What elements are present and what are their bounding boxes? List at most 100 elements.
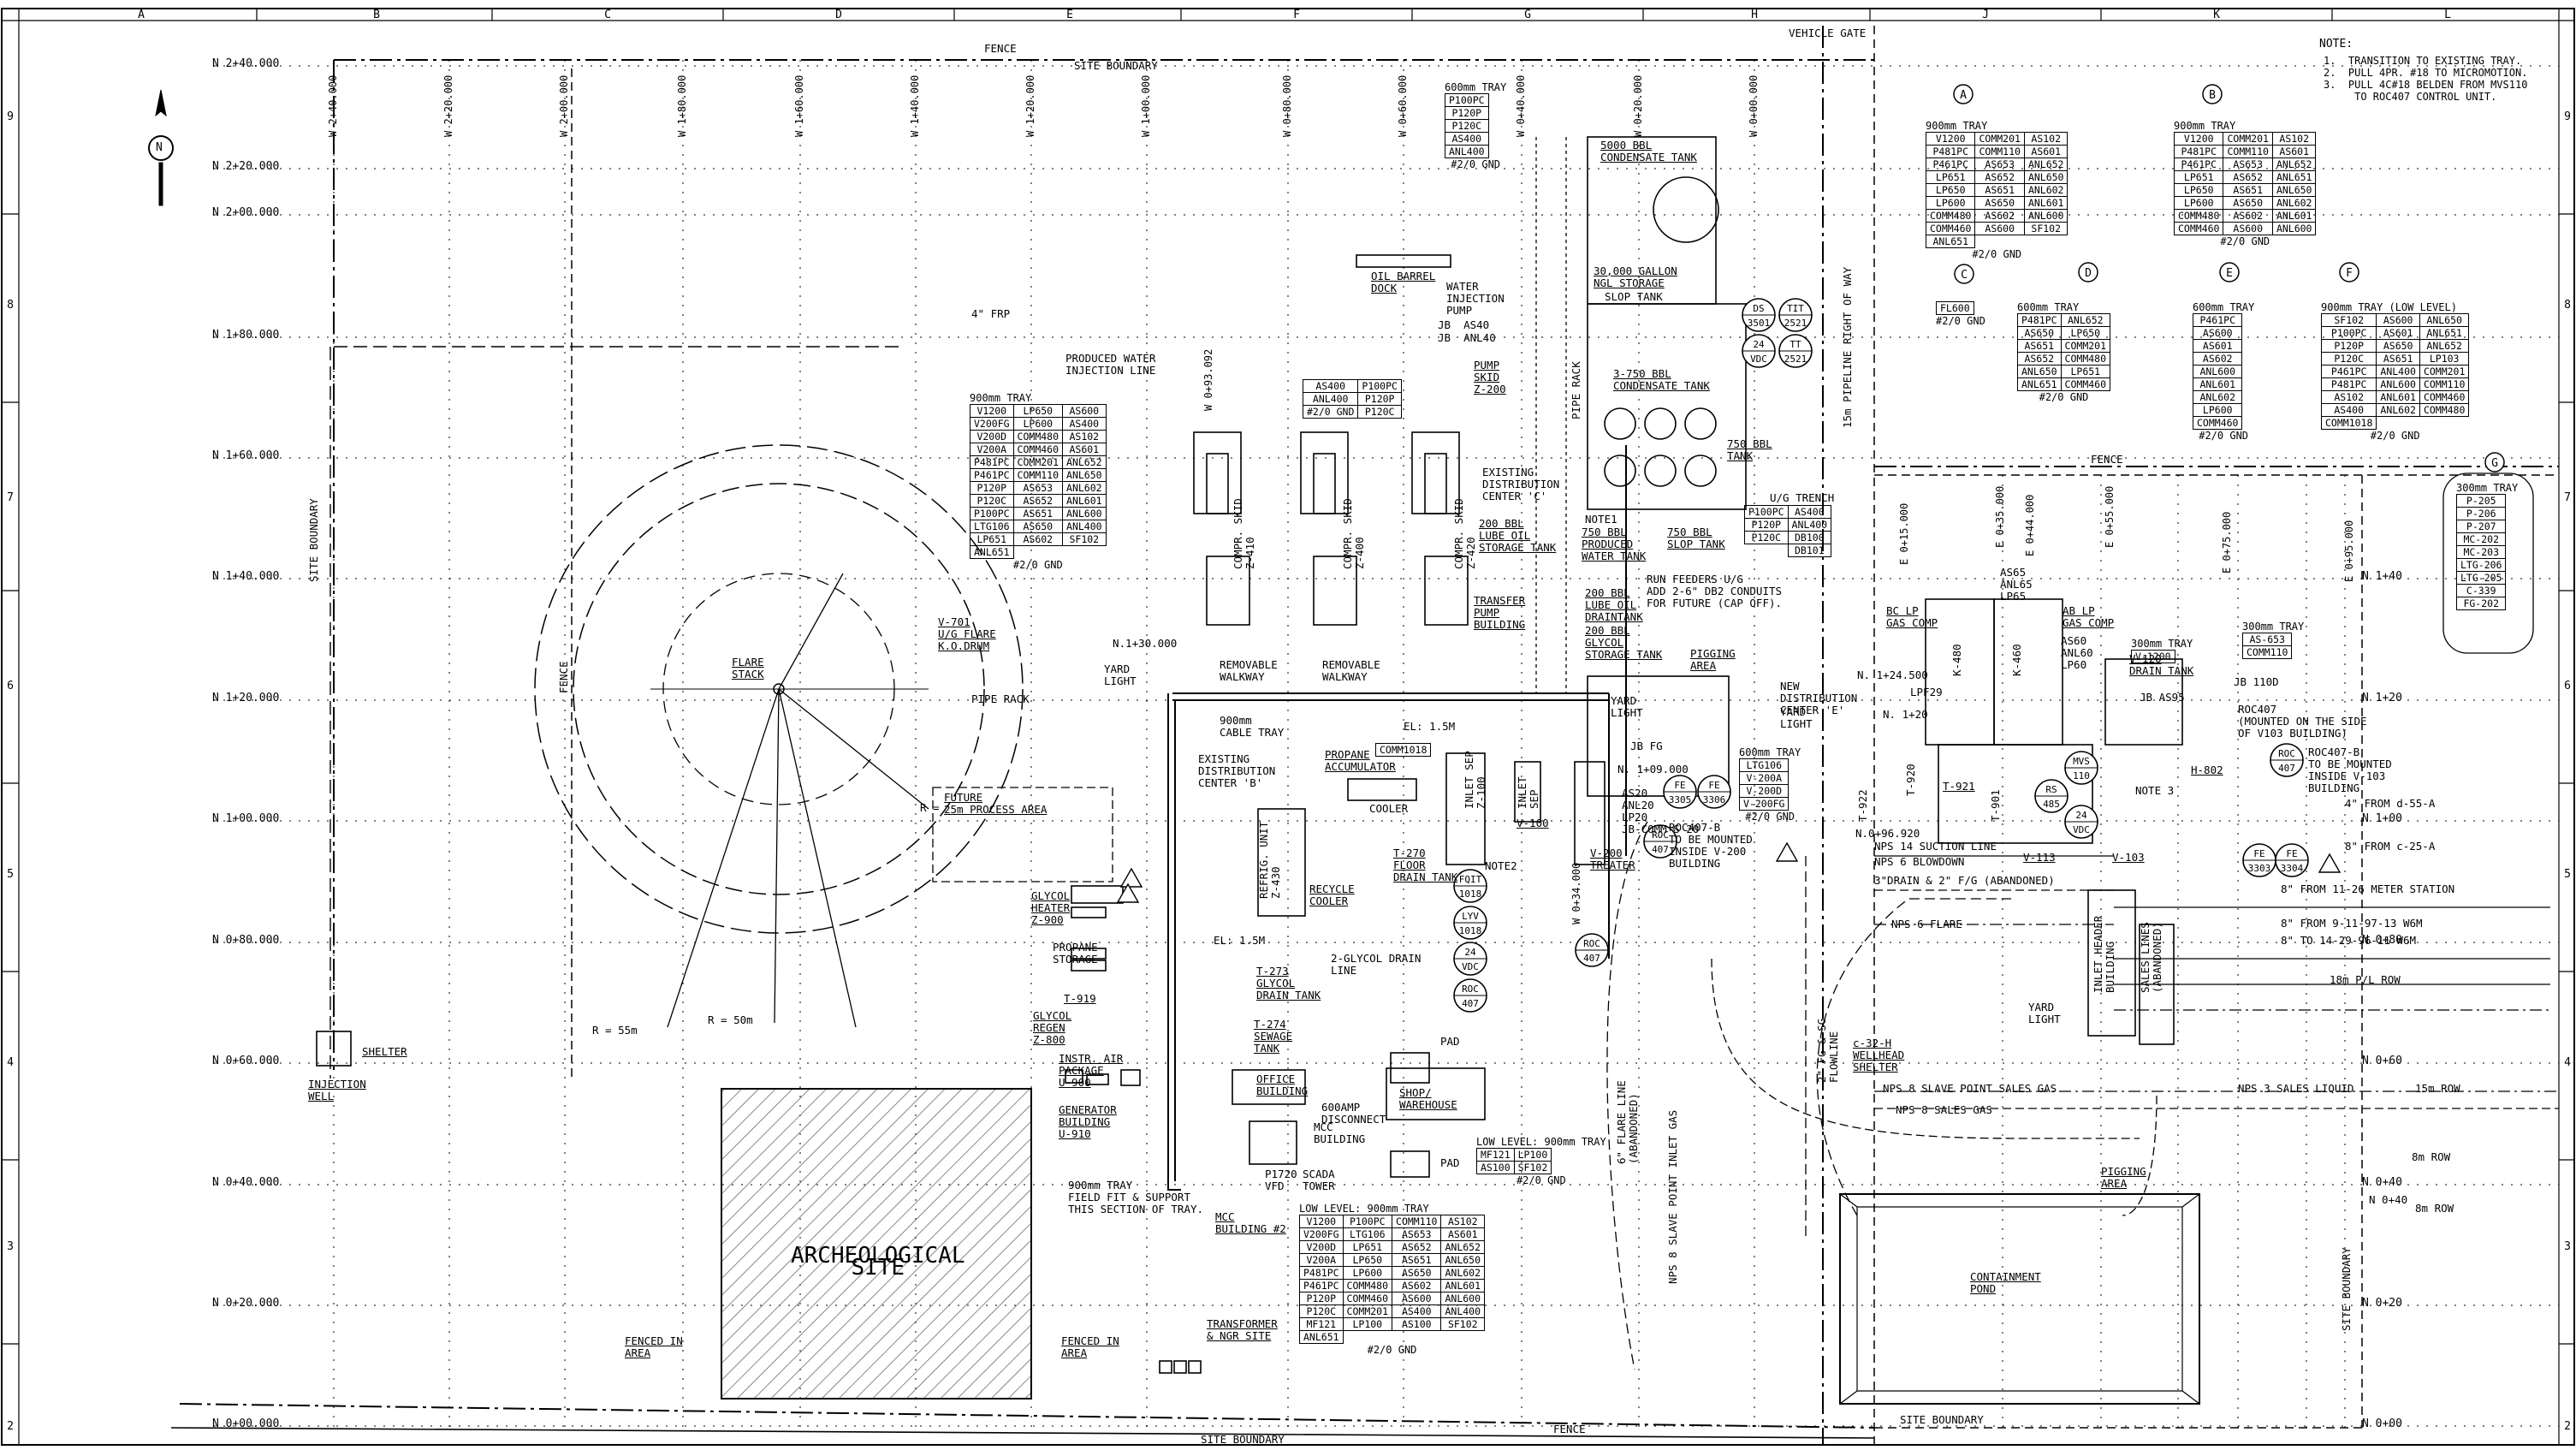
- table-cell: LTG106: [1342, 1227, 1393, 1241]
- tray-title: 600mm TRAY: [2193, 301, 2255, 313]
- label-fence-bottom: FENCE: [1553, 1423, 1586, 1435]
- table-cell: AS650: [2376, 339, 2420, 353]
- table-cell: COMM460: [1925, 222, 1976, 235]
- table-row: MC-202: [2455, 532, 2507, 546]
- tray-title: 600mm TRAY: [2017, 301, 2080, 313]
- label-row8a: 8m ROW: [2412, 1150, 2451, 1163]
- table-cell: AS602: [1974, 209, 2025, 223]
- table-cell: P120P: [2320, 339, 2377, 353]
- easting-label: E 0+15.000: [1898, 502, 1910, 565]
- label-row15: 15m ROW: [2415, 1082, 2460, 1095]
- table-cell: [1441, 1331, 1485, 1344]
- northing-label-right: N 0+20: [2362, 1297, 2402, 1310]
- label-lpf29: LPF29: [1910, 686, 1943, 698]
- table-cell: DB101: [1787, 544, 1832, 557]
- table-cell: ANL650: [2419, 313, 2470, 327]
- table-cell: ANL400: [1787, 518, 1832, 532]
- table-cell: P481PC: [2173, 145, 2224, 158]
- table-cell: COMM201: [2419, 365, 2470, 378]
- table-cell: AS651: [2376, 352, 2420, 365]
- tray-footer: #2/0 GND: [2220, 235, 2270, 247]
- tray-bubble: [1954, 264, 1974, 284]
- label-transfer-pump: TRANSFER PUMP BUILDING: [1474, 594, 1526, 631]
- label-generator: GENERATOR BUILDING U-910: [1059, 1103, 1117, 1140]
- table-cell: LTG-205: [2455, 571, 2507, 585]
- tray-title: 900mm TRAY: [970, 392, 1032, 404]
- label-t922: T-922: [1856, 789, 1869, 822]
- label-pipe-rack: PIPE RACK: [971, 692, 1030, 705]
- instrument-tag: TIT: [1787, 303, 1804, 314]
- label-yard-lt: YARD LIGHT: [1780, 705, 1813, 730]
- tray-bubble-label: B: [2209, 89, 2216, 102]
- table-cell: AS650: [1974, 196, 2025, 210]
- label-nps8-sales: NPS 8 SLAVE POINT SALES GAS: [1883, 1082, 2057, 1095]
- table-cell: ANL602: [2192, 390, 2243, 404]
- table-row: V-200A: [1738, 771, 1790, 785]
- instrument-tag: FE: [1708, 780, 1719, 791]
- label-roc407b: ROC407-B TO BE MOUNTED INSIDE V-200 BUIL…: [1669, 821, 1753, 870]
- table-cell: MC-203: [2455, 545, 2507, 559]
- table-cell: AS601: [1440, 1227, 1486, 1241]
- table-cell: [1975, 235, 2024, 248]
- table-cell: V-200A: [1738, 771, 1790, 785]
- table-cell: ANL652: [2060, 313, 2111, 327]
- westing-label: W 0+60.000: [1397, 74, 1409, 137]
- label-recycle-cooler: RECYCLE COOLER: [1309, 882, 1355, 907]
- label-pipe-rack-v: PIPE RACK: [1570, 361, 1582, 419]
- table-cell: ANL601: [2376, 390, 2420, 404]
- table-cell: LP600: [1012, 417, 1064, 431]
- cable-tray-schedule: COMM1018: [1374, 743, 1432, 757]
- table-cell: LP650: [1925, 183, 1976, 197]
- table-row: ANL651: [970, 545, 1107, 559]
- tray-bubble-label: G: [2491, 457, 2498, 470]
- table-cell: SF102: [2023, 222, 2069, 235]
- revision-cloud: [2442, 472, 2534, 654]
- table-row: AS-653: [2241, 633, 2293, 646]
- table-cell: AS653: [1974, 157, 2025, 171]
- table-row: P-206: [2455, 507, 2507, 520]
- table-cell: [1392, 1331, 1441, 1344]
- table-cell: ANL400: [2376, 365, 2420, 378]
- table-cell: AS602: [1012, 532, 1064, 546]
- label-el15b: EL: 1.5M: [1214, 934, 1266, 947]
- table-cell: P481PC: [2320, 377, 2377, 391]
- table-cell: P100PC: [1744, 505, 1789, 519]
- label-sales-lines: SALES LINES (ABANDONED): [2139, 922, 2163, 993]
- instrument-number: 407: [1652, 844, 1669, 855]
- table-cell: ANL600: [2376, 377, 2420, 391]
- table-row: FG-202: [2455, 597, 2507, 610]
- table-row: P100PC: [1445, 93, 1489, 107]
- table-cell: COMM480: [2060, 352, 2111, 365]
- instrument-tag: 24: [1753, 339, 1765, 350]
- label-water-injection-pump: WATER INJECTION PUMP: [1446, 280, 1505, 317]
- northing-label: N 1+60.000: [212, 449, 280, 462]
- instrument-number: 2521: [1784, 354, 1807, 365]
- table-cell: ANL650: [2271, 183, 2317, 197]
- table-row: FL600: [1936, 301, 1974, 315]
- table-cell: COMM201: [1974, 132, 2025, 146]
- label-jb-as40: JB AS40: [1438, 318, 1490, 331]
- label-ngl-tank: 30,000 GALLON NGL STORAGE: [1594, 264, 1677, 289]
- label-n-plus40: N 0+40: [2369, 1193, 2408, 1206]
- table-cell: AS600: [1062, 404, 1107, 418]
- tray-bubble-label: D: [2085, 267, 2092, 280]
- label-yard-light3: YARD LIGHT: [2028, 1001, 2061, 1025]
- note-item: 2. PULL 4PR. #18 TO MICROMOTION.: [2324, 67, 2528, 79]
- table-cell: COMM480: [1925, 209, 1976, 223]
- label-v200: V-200 TREATER: [1590, 847, 1635, 871]
- table-cell: SF102: [2320, 313, 2377, 327]
- label-inlet-sep: INLET SEP Z-100: [1463, 751, 1487, 809]
- notes-title: NOTE:: [2319, 38, 2353, 51]
- tray-bubble: [2202, 84, 2223, 104]
- table-cell: AS600: [2192, 326, 2243, 340]
- table-row: C-339: [2455, 584, 2507, 597]
